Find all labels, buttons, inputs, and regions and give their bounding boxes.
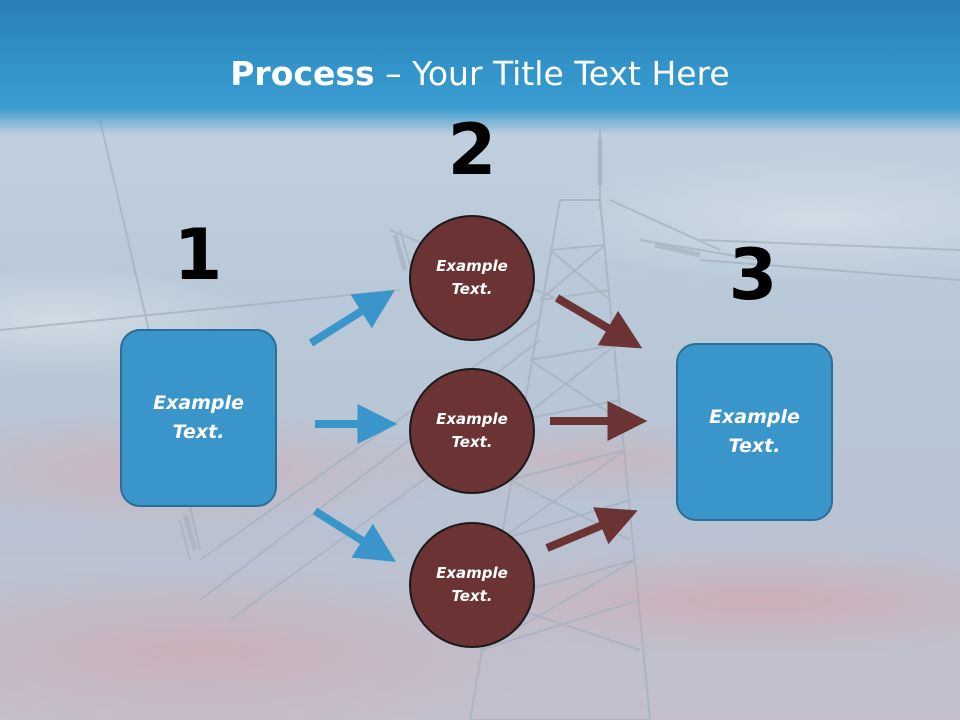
step-1-box[interactable]: Example Text. — [120, 329, 277, 507]
title-rest: – Your Title Text Here — [374, 54, 730, 93]
title-bold: Process — [230, 54, 375, 93]
arrow-brown-down — [554, 294, 643, 349]
step-2-circle-1-text: Example Text. — [436, 257, 508, 298]
step-1-text: Example Text. — [153, 392, 244, 443]
step-3-text: Example Text. — [709, 406, 800, 457]
header-bar — [0, 0, 960, 135]
arrow-blue-down — [312, 507, 396, 562]
step-2-circle-2[interactable]: Example Text. — [409, 368, 535, 494]
step-number-3: 3 — [728, 234, 778, 316]
step-2-circle-1[interactable]: Example Text. — [409, 215, 535, 341]
arrow-brown-up — [545, 507, 638, 552]
step-number-2: 2 — [447, 109, 497, 191]
step-3-box[interactable]: Example Text. — [676, 343, 833, 521]
arrow-blue-up — [308, 290, 395, 347]
step-2-circle-3-text: Example Text. — [436, 564, 508, 605]
step-number-1: 1 — [173, 214, 223, 296]
step-2-circle-3[interactable]: Example Text. — [409, 522, 535, 648]
slide-title: Process – Your Title Text Here — [0, 52, 960, 96]
step-2-circle-2-text: Example Text. — [436, 410, 508, 451]
